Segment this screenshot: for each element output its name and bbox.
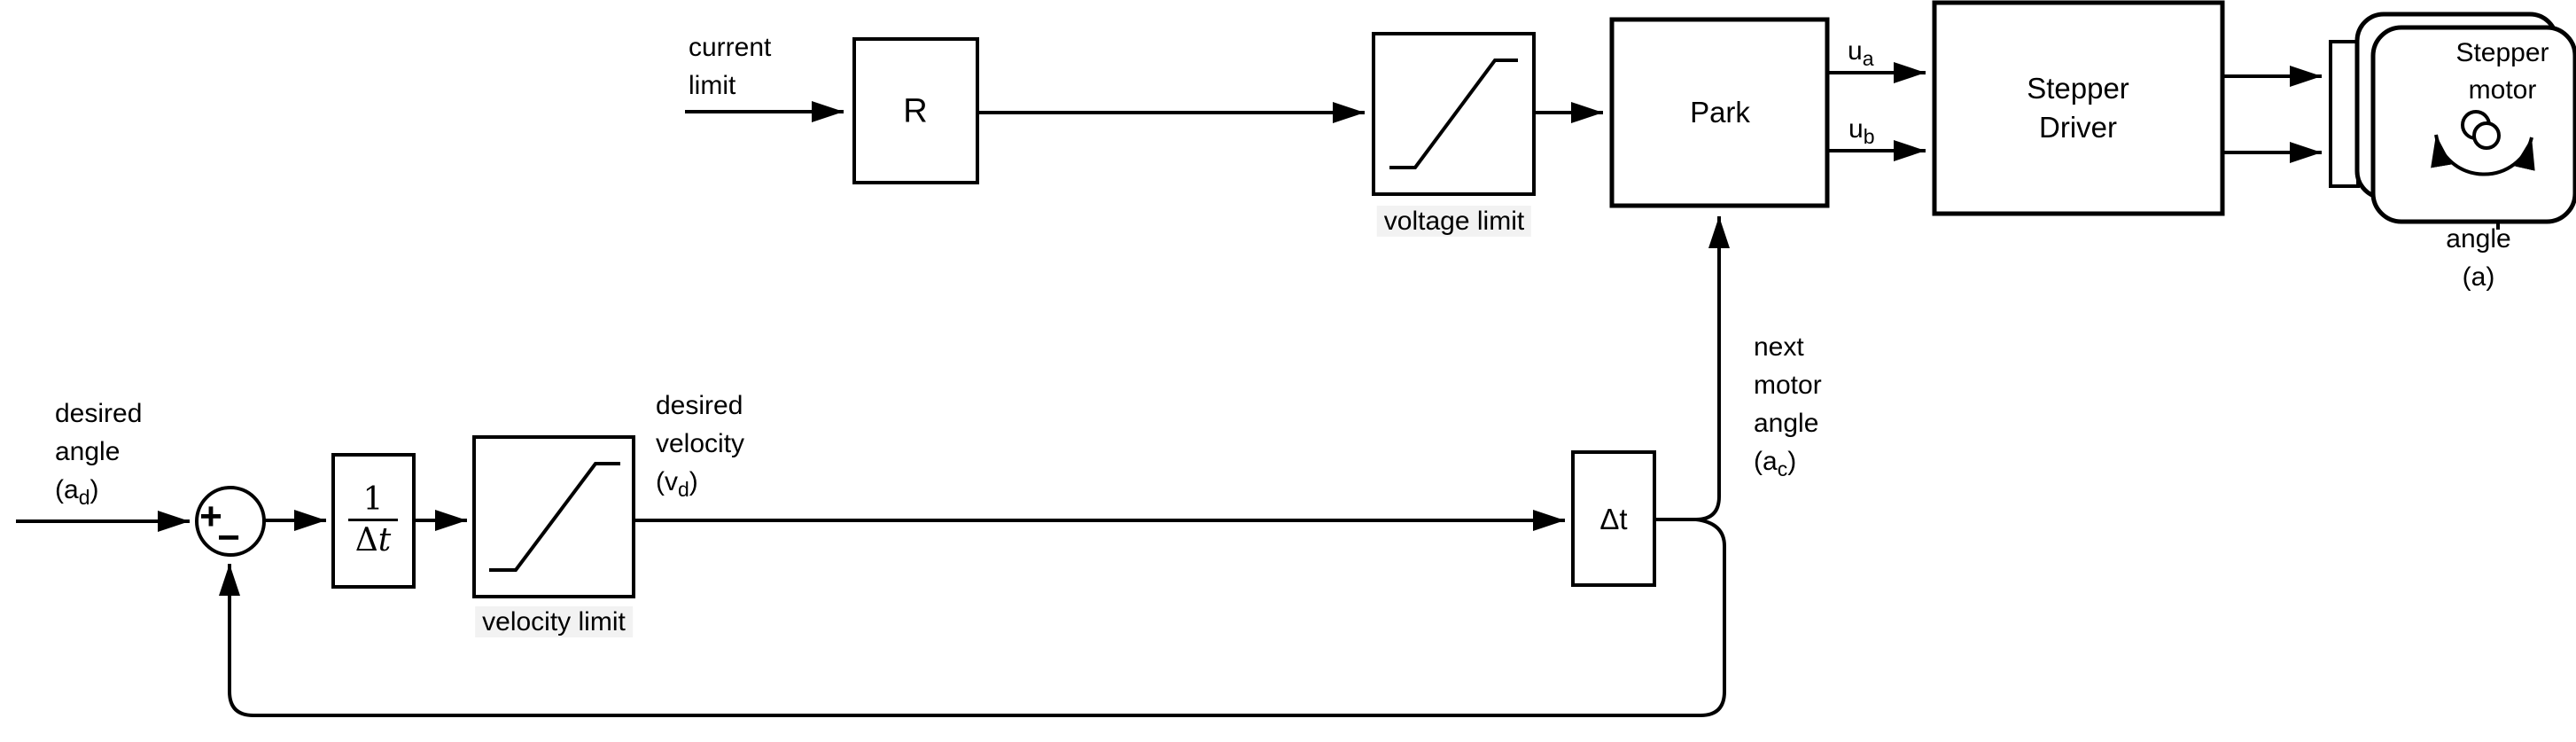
motor-shaft-icon [2472, 121, 2501, 150]
stepper-driver-block [1932, 0, 2225, 216]
fraction-numerator: 1 [362, 481, 384, 518]
rotation-arrow-icon [2431, 134, 2535, 176]
saturation-icon [489, 462, 620, 572]
saturation-icon [1389, 59, 1518, 169]
label-ub: ub [1848, 114, 1875, 148]
r-block [852, 37, 979, 184]
summing-junction [195, 486, 266, 557]
fraction-denominator: Δt [354, 522, 392, 558]
label-desired-velocity: desired velocity (vd) [656, 391, 745, 501]
park-block-label: Park [1690, 96, 1750, 129]
label-current-limit: current limit [689, 33, 772, 100]
r-block-label: R [903, 92, 928, 130]
caption-voltage-limit: voltage limit [1376, 202, 1532, 240]
sum-plus-sign: + [199, 495, 222, 538]
label-desired-angle: desired angle (ad) [55, 399, 143, 509]
label-angle-output: angle (a) [2446, 224, 2511, 292]
delta-t-block [1571, 450, 1656, 587]
label-ua: ua [1848, 36, 1874, 70]
delta-t-block-label: Δt [1599, 503, 1628, 535]
integrator-block-label: 1 Δt [348, 483, 398, 558]
stepper-motor-label: Stepper motor [2455, 38, 2549, 105]
motor-connector [2329, 40, 2360, 188]
wire-dt-to-park-bottom [1654, 216, 1730, 521]
label-next-motor-angle: next motor angle (ac) [1754, 332, 1822, 480]
park-block [1609, 17, 1830, 208]
stepper-driver-label: Stepper Driver [2027, 72, 2129, 144]
sum-minus-sign: − [217, 516, 240, 559]
wire-feedback-loop [219, 518, 1726, 717]
fraction-bar [348, 519, 398, 521]
caption-velocity-limit: velocity limit [475, 603, 633, 641]
